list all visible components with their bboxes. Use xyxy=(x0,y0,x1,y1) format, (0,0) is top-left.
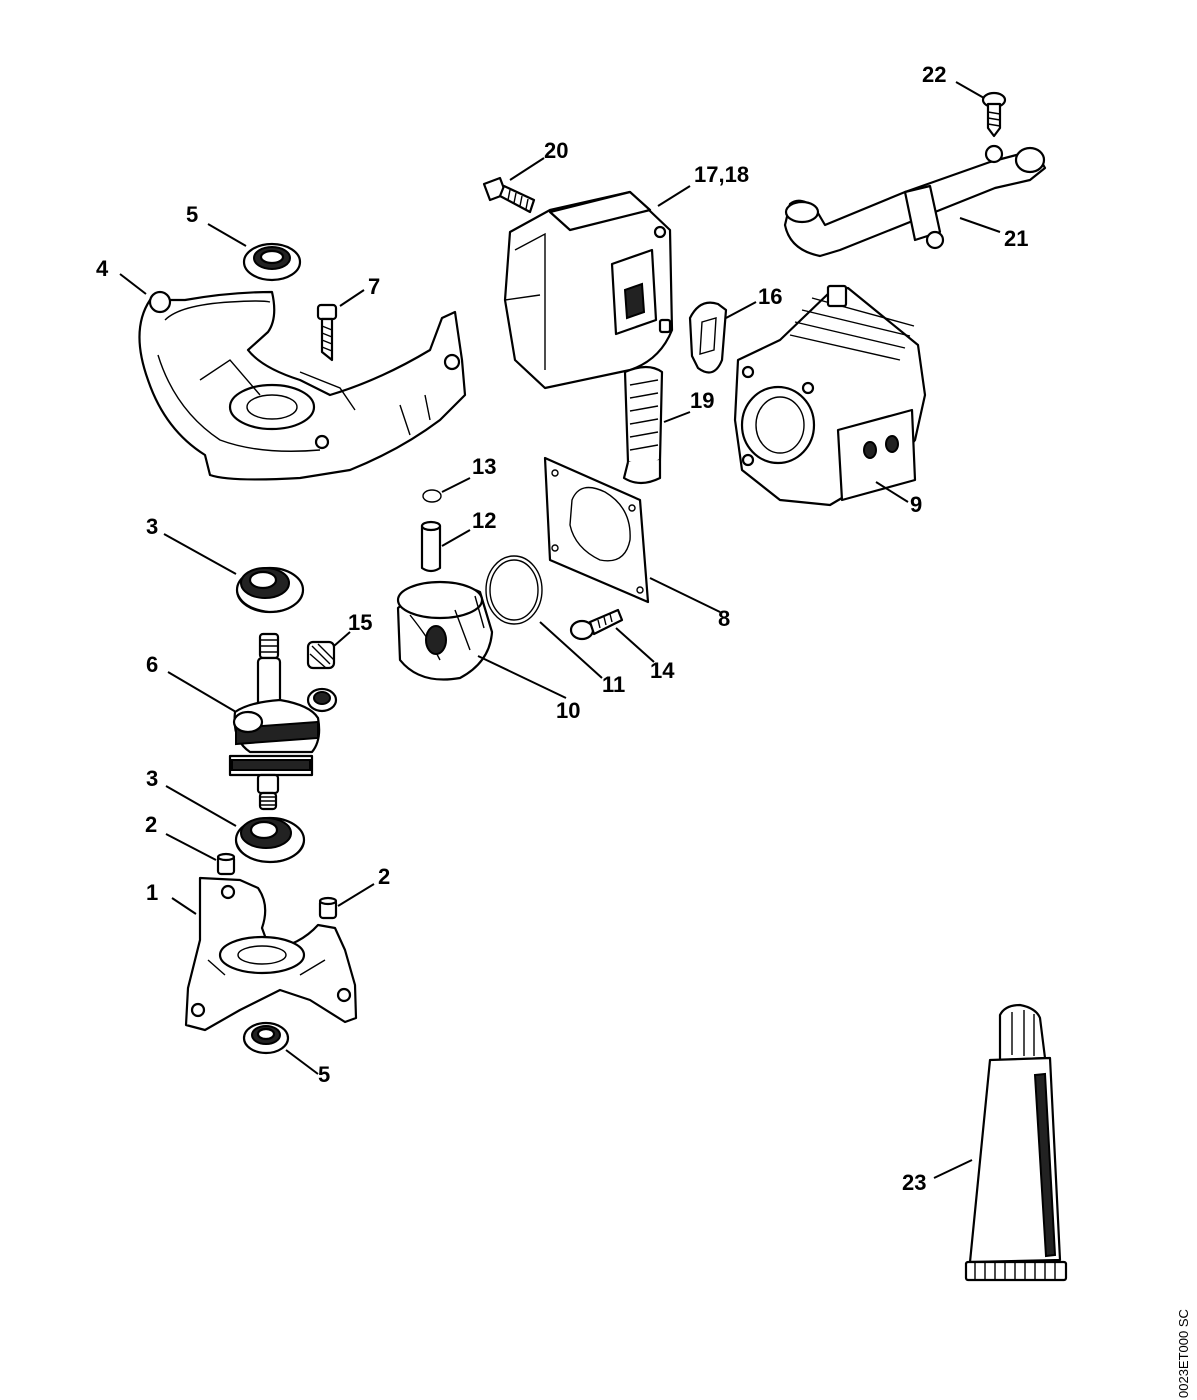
part-2-dowel-sleeve-right xyxy=(318,896,338,920)
callout-3-lower: 3 xyxy=(146,766,158,791)
callout-9: 9 xyxy=(910,492,922,517)
part-19-spark-arrestor xyxy=(622,365,664,485)
callout-12: 12 xyxy=(472,508,496,533)
part-14-screw xyxy=(569,608,624,641)
part-10-piston xyxy=(396,580,494,681)
callout-10: 10 xyxy=(556,698,580,723)
part-1-crankcase xyxy=(184,876,358,1032)
callout-5-top: 5 xyxy=(186,202,198,227)
part-20-screw xyxy=(482,176,536,214)
part-23-grease-tube xyxy=(964,1003,1068,1282)
part-13-circlip xyxy=(422,489,442,503)
part-6-crankshaft xyxy=(228,632,338,811)
callout-3-upper: 3 xyxy=(146,514,158,539)
callout-19: 19 xyxy=(690,388,714,413)
callout-13: 13 xyxy=(472,454,496,479)
part-7-screw xyxy=(316,303,338,362)
callout-4: 4 xyxy=(96,256,109,281)
callout-labels: 1 2 2 3 3 4 5 5 6 7 8 9 10 11 12 13 14 1… xyxy=(96,62,1028,1195)
callout-17-18: 17,18 xyxy=(694,162,749,187)
callout-11: 11 xyxy=(602,672,625,697)
part-3-ball-bearing-lower xyxy=(234,816,306,864)
callout-2-left: 2 xyxy=(145,812,157,837)
part-5-oil-seal-bottom xyxy=(242,1021,290,1055)
callout-5-bottom: 5 xyxy=(318,1062,330,1087)
part-11-piston-ring xyxy=(485,555,543,625)
callout-16: 16 xyxy=(758,284,782,309)
diagram-code-label: 0023ET000 SC xyxy=(1176,1309,1191,1398)
part-2-dowel-sleeve-left xyxy=(216,852,236,876)
part-4-crankcase-housing xyxy=(138,290,467,481)
part-8-cylinder-gasket xyxy=(543,456,650,604)
part-21-intake-manifold xyxy=(783,144,1047,258)
part-5-oil-seal-top xyxy=(242,242,302,282)
callout-21: 21 xyxy=(1004,226,1028,251)
part-12-piston-pin xyxy=(420,520,442,573)
callout-8: 8 xyxy=(718,606,730,631)
part-15-needle-cage xyxy=(306,640,336,670)
callout-7: 7 xyxy=(368,274,380,299)
part-16-muffler-gasket xyxy=(688,301,728,374)
callout-23: 23 xyxy=(902,1170,926,1195)
callout-15: 15 xyxy=(348,610,372,635)
part-17-18-muffler xyxy=(503,190,674,390)
callout-20: 20 xyxy=(544,138,568,163)
callout-6: 6 xyxy=(146,652,158,677)
part-3-ball-bearing-upper xyxy=(235,566,305,614)
part-9-cylinder xyxy=(733,284,927,507)
callout-14: 14 xyxy=(650,658,675,683)
callout-2-right: 2 xyxy=(378,864,390,889)
leader-lines xyxy=(119,81,1001,1179)
part-22-screw xyxy=(981,91,1007,138)
callout-1: 1 xyxy=(146,880,158,905)
callout-22: 22 xyxy=(922,62,946,87)
